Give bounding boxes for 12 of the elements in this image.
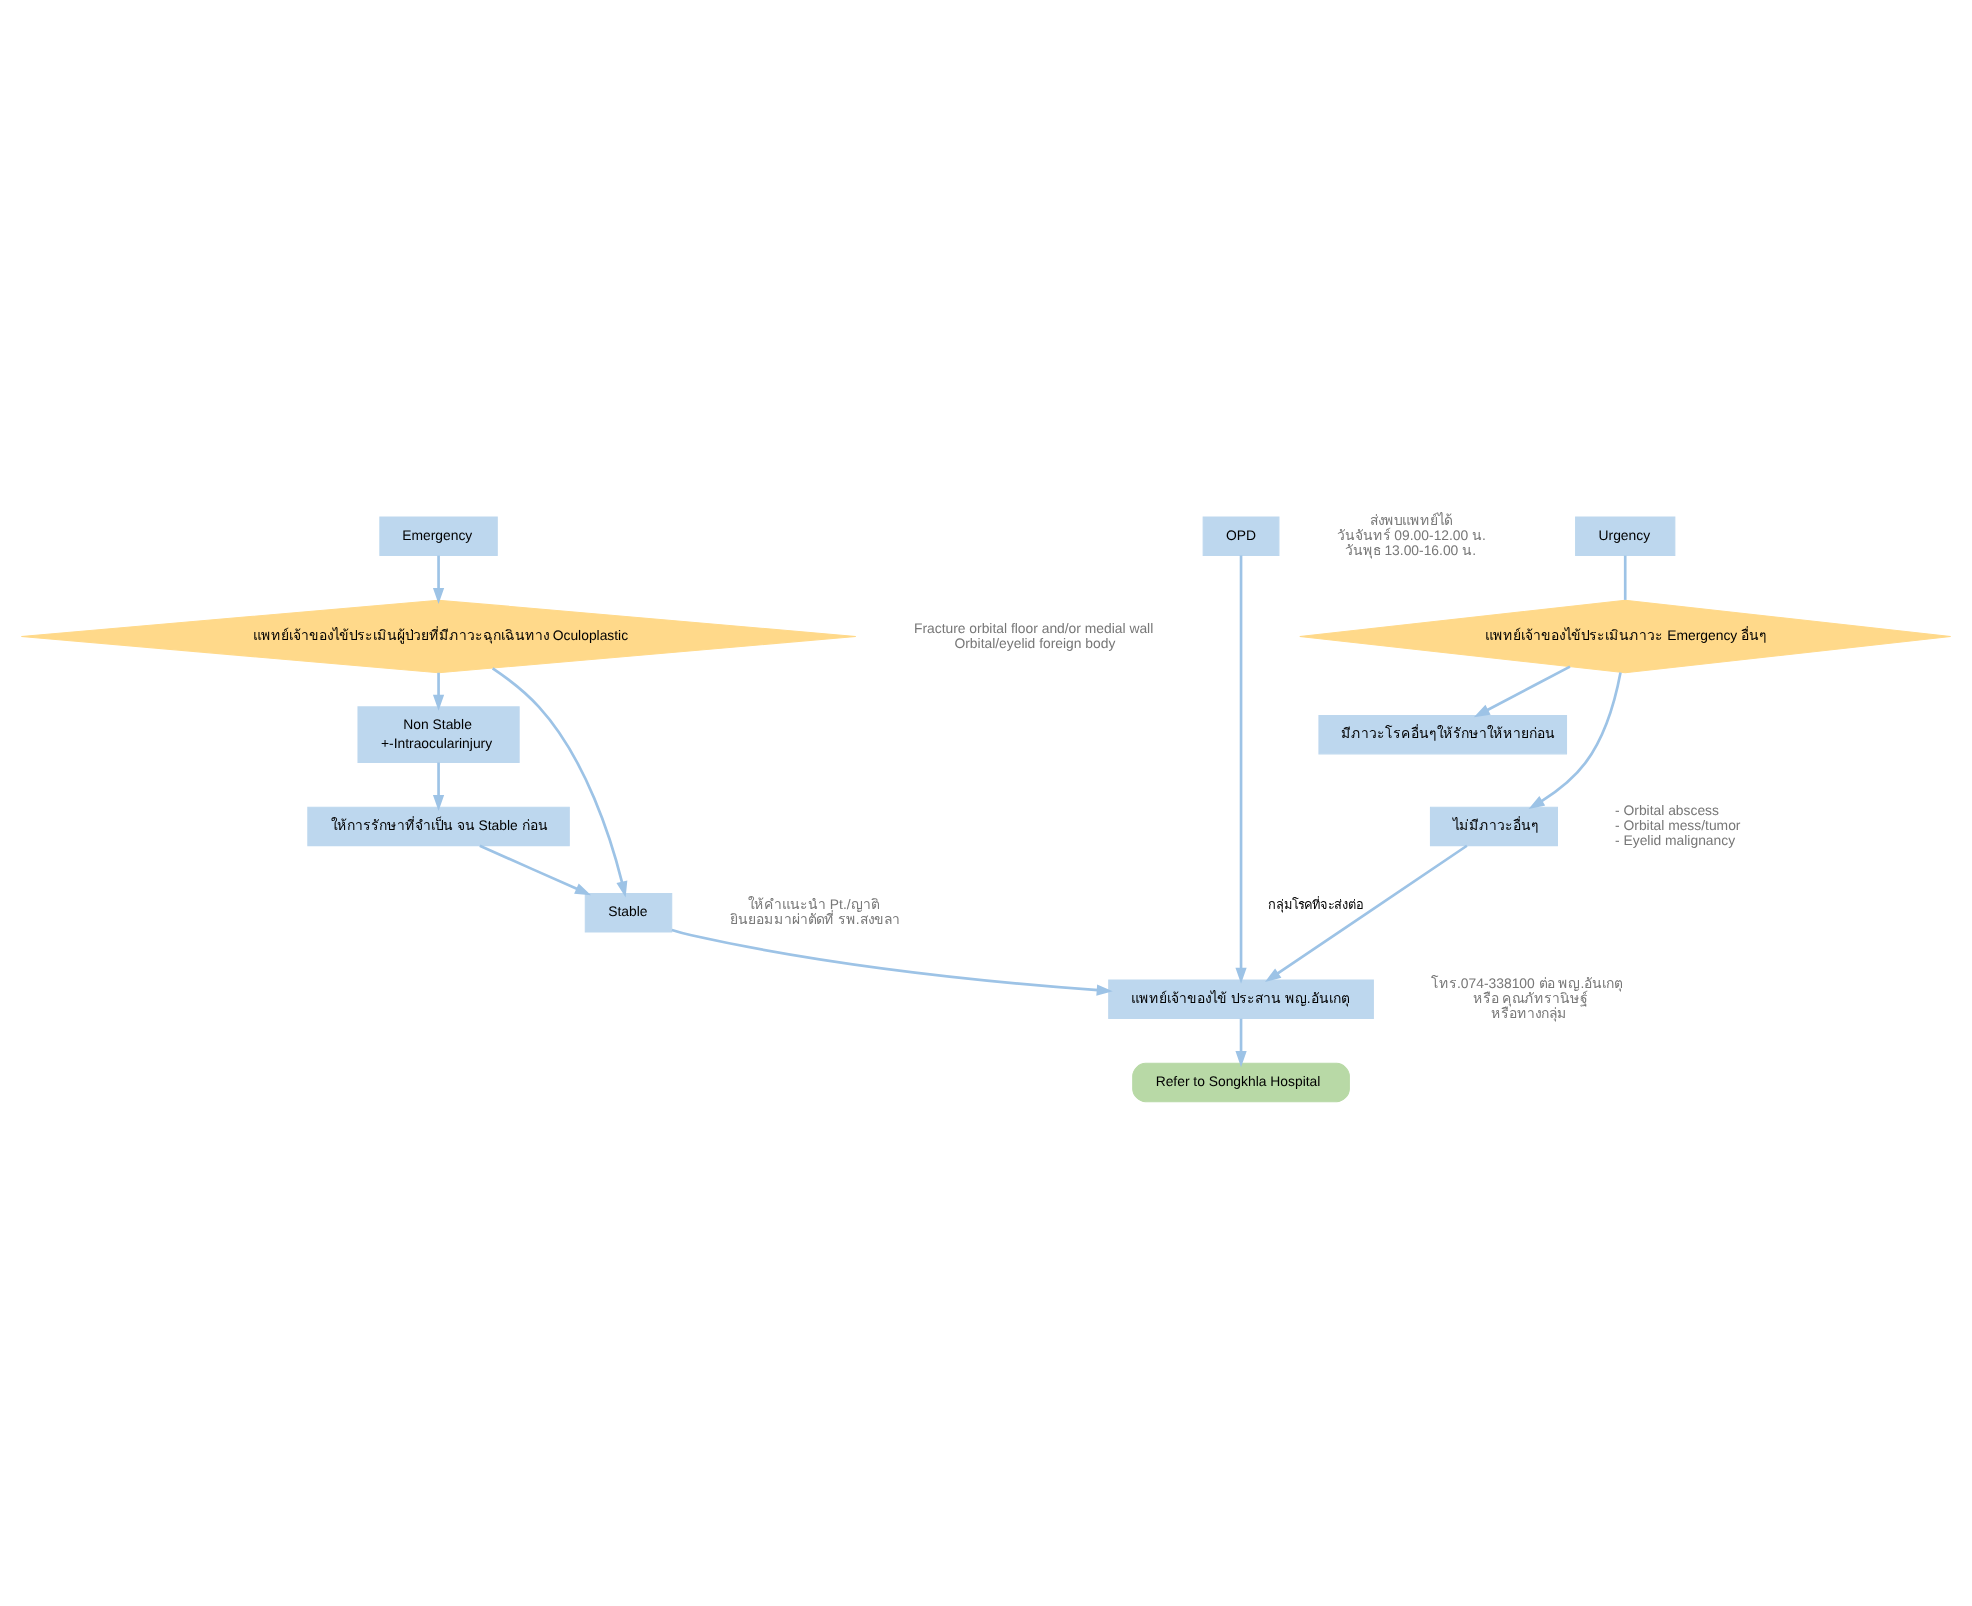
arrow xyxy=(671,927,1113,995)
arrow xyxy=(1235,554,1247,983)
arrow xyxy=(432,761,445,811)
connector xyxy=(1623,554,1627,599)
arrow xyxy=(1235,1017,1247,1067)
arrow xyxy=(479,843,592,895)
arrow xyxy=(1264,843,1468,982)
arrow xyxy=(491,666,628,897)
arrow xyxy=(432,671,445,710)
arrow xyxy=(1528,671,1622,809)
arrow xyxy=(432,554,445,603)
arrow xyxy=(1473,664,1571,717)
